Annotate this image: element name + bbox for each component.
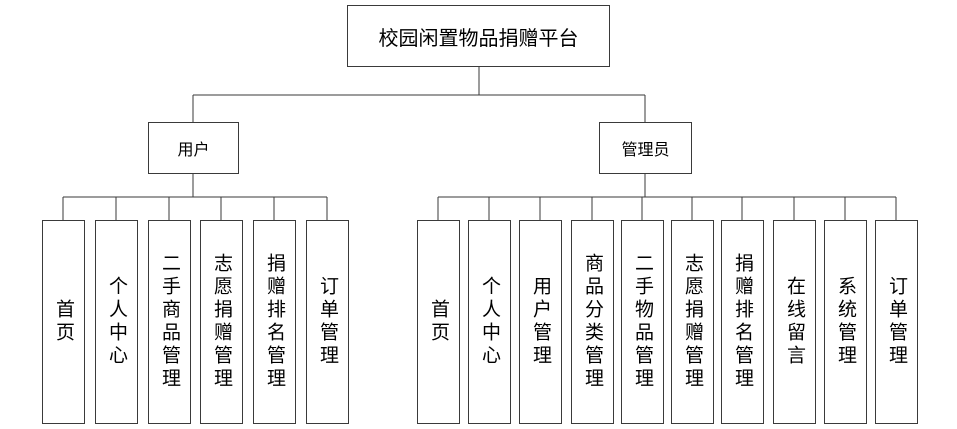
leaf-label: 用户管理 xyxy=(530,276,552,368)
leaf-label: 二手商品管理 xyxy=(159,253,181,391)
admin-leaf-secondhand-items: 二手物品管理 xyxy=(621,220,664,424)
leaf-label: 系统管理 xyxy=(835,276,857,368)
user-label: 用户 xyxy=(177,140,210,159)
admin-label: 管理员 xyxy=(621,140,670,159)
leaf-label: 捐赠排名管理 xyxy=(732,253,754,391)
leaf-label: 个人中心 xyxy=(479,276,501,368)
leaf-label: 首页 xyxy=(428,299,450,345)
leaf-label: 个人中心 xyxy=(106,276,128,368)
leaf-label: 志愿捐赠管理 xyxy=(682,253,704,391)
admin-leaf-donation-ranking: 捐赠排名管理 xyxy=(721,220,764,424)
leaf-label: 订单管理 xyxy=(317,276,339,368)
admin-leaf-online-messages: 在线留言 xyxy=(773,220,816,424)
leaf-label: 在线留言 xyxy=(784,276,806,368)
user-node: 用户 xyxy=(148,122,239,174)
admin-leaf-user-management: 用户管理 xyxy=(519,220,562,424)
admin-leaf-category-management: 商品分类管理 xyxy=(571,220,614,424)
leaf-label: 志愿捐赠管理 xyxy=(211,253,233,391)
admin-leaf-system-management: 系统管理 xyxy=(824,220,867,424)
root-label: 校园闲置物品捐赠平台 xyxy=(378,25,579,50)
leaf-label: 商品分类管理 xyxy=(582,253,604,391)
user-leaf-personal-center: 个人中心 xyxy=(95,220,138,424)
user-leaf-donation-ranking: 捐赠排名管理 xyxy=(253,220,296,424)
root-node: 校园闲置物品捐赠平台 xyxy=(347,5,610,67)
user-leaf-home: 首页 xyxy=(42,220,85,424)
user-leaf-order-management: 订单管理 xyxy=(306,220,349,424)
admin-leaf-volunteer-donation: 志愿捐赠管理 xyxy=(671,220,714,424)
admin-leaf-order-management: 订单管理 xyxy=(875,220,918,424)
leaf-label: 捐赠排名管理 xyxy=(264,253,286,391)
leaf-label: 订单管理 xyxy=(886,276,908,368)
admin-node: 管理员 xyxy=(599,122,692,174)
user-leaf-secondhand-goods: 二手商品管理 xyxy=(148,220,191,424)
user-leaf-volunteer-donation: 志愿捐赠管理 xyxy=(200,220,243,424)
leaf-label: 二手物品管理 xyxy=(632,253,654,391)
leaf-label: 首页 xyxy=(53,299,75,345)
admin-leaf-personal-center: 个人中心 xyxy=(468,220,511,424)
admin-leaf-home: 首页 xyxy=(417,220,460,424)
